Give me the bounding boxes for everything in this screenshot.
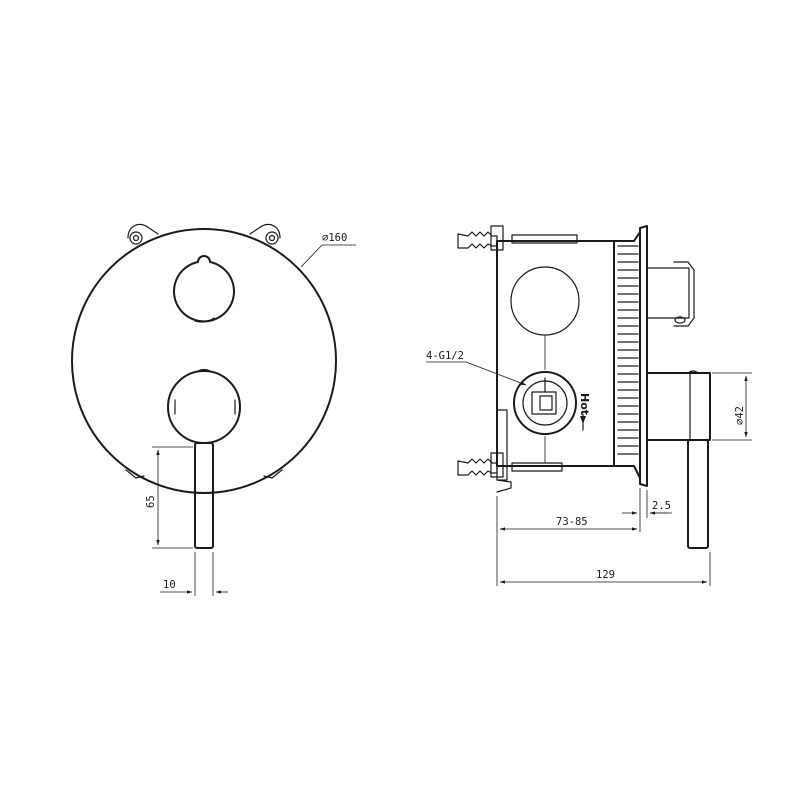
diameter-leader	[300, 244, 323, 268]
body-bottom-flange	[511, 462, 563, 472]
upper-port	[510, 266, 580, 336]
body-top-flange	[511, 234, 578, 244]
cover-plate	[71, 228, 337, 494]
diverter-knob	[173, 255, 235, 323]
mixer-lever-side	[687, 439, 709, 549]
lever-width-label: 10	[163, 579, 176, 591]
mounting-ear-top-left	[127, 223, 159, 245]
depth-range-label: 73-85	[556, 516, 588, 528]
cover-plate-side	[639, 225, 648, 487]
diameter-label: ⌀160	[322, 232, 347, 244]
mounting-ear-top-right	[249, 223, 281, 245]
lever-length-label: 65	[145, 495, 157, 508]
plate-thickness-label: 2.5	[652, 500, 671, 512]
diverter-knob-shadow	[194, 317, 215, 323]
mounting-tab-side	[496, 409, 512, 493]
mixer-handle-side	[646, 372, 711, 441]
threaded-inlet-top	[457, 225, 504, 251]
plaster-guard	[613, 231, 641, 479]
hot-label: Hot	[578, 393, 591, 415]
mixer-handle-disc	[167, 370, 241, 444]
mixer-lever	[194, 442, 214, 549]
valve-body	[496, 240, 615, 467]
front-view: ⌀160 65 10	[71, 223, 356, 596]
total-depth-label: 129	[596, 569, 615, 581]
side-view: Hot 4-G1/2 ⌀42 2.5	[426, 225, 752, 586]
thread-label: 4-G1/2	[426, 350, 464, 362]
hot-inlet	[513, 371, 577, 435]
handle-diameter-label: ⌀42	[734, 406, 746, 425]
handle-top-cap	[197, 368, 211, 372]
diverter-knob-side	[646, 261, 695, 327]
